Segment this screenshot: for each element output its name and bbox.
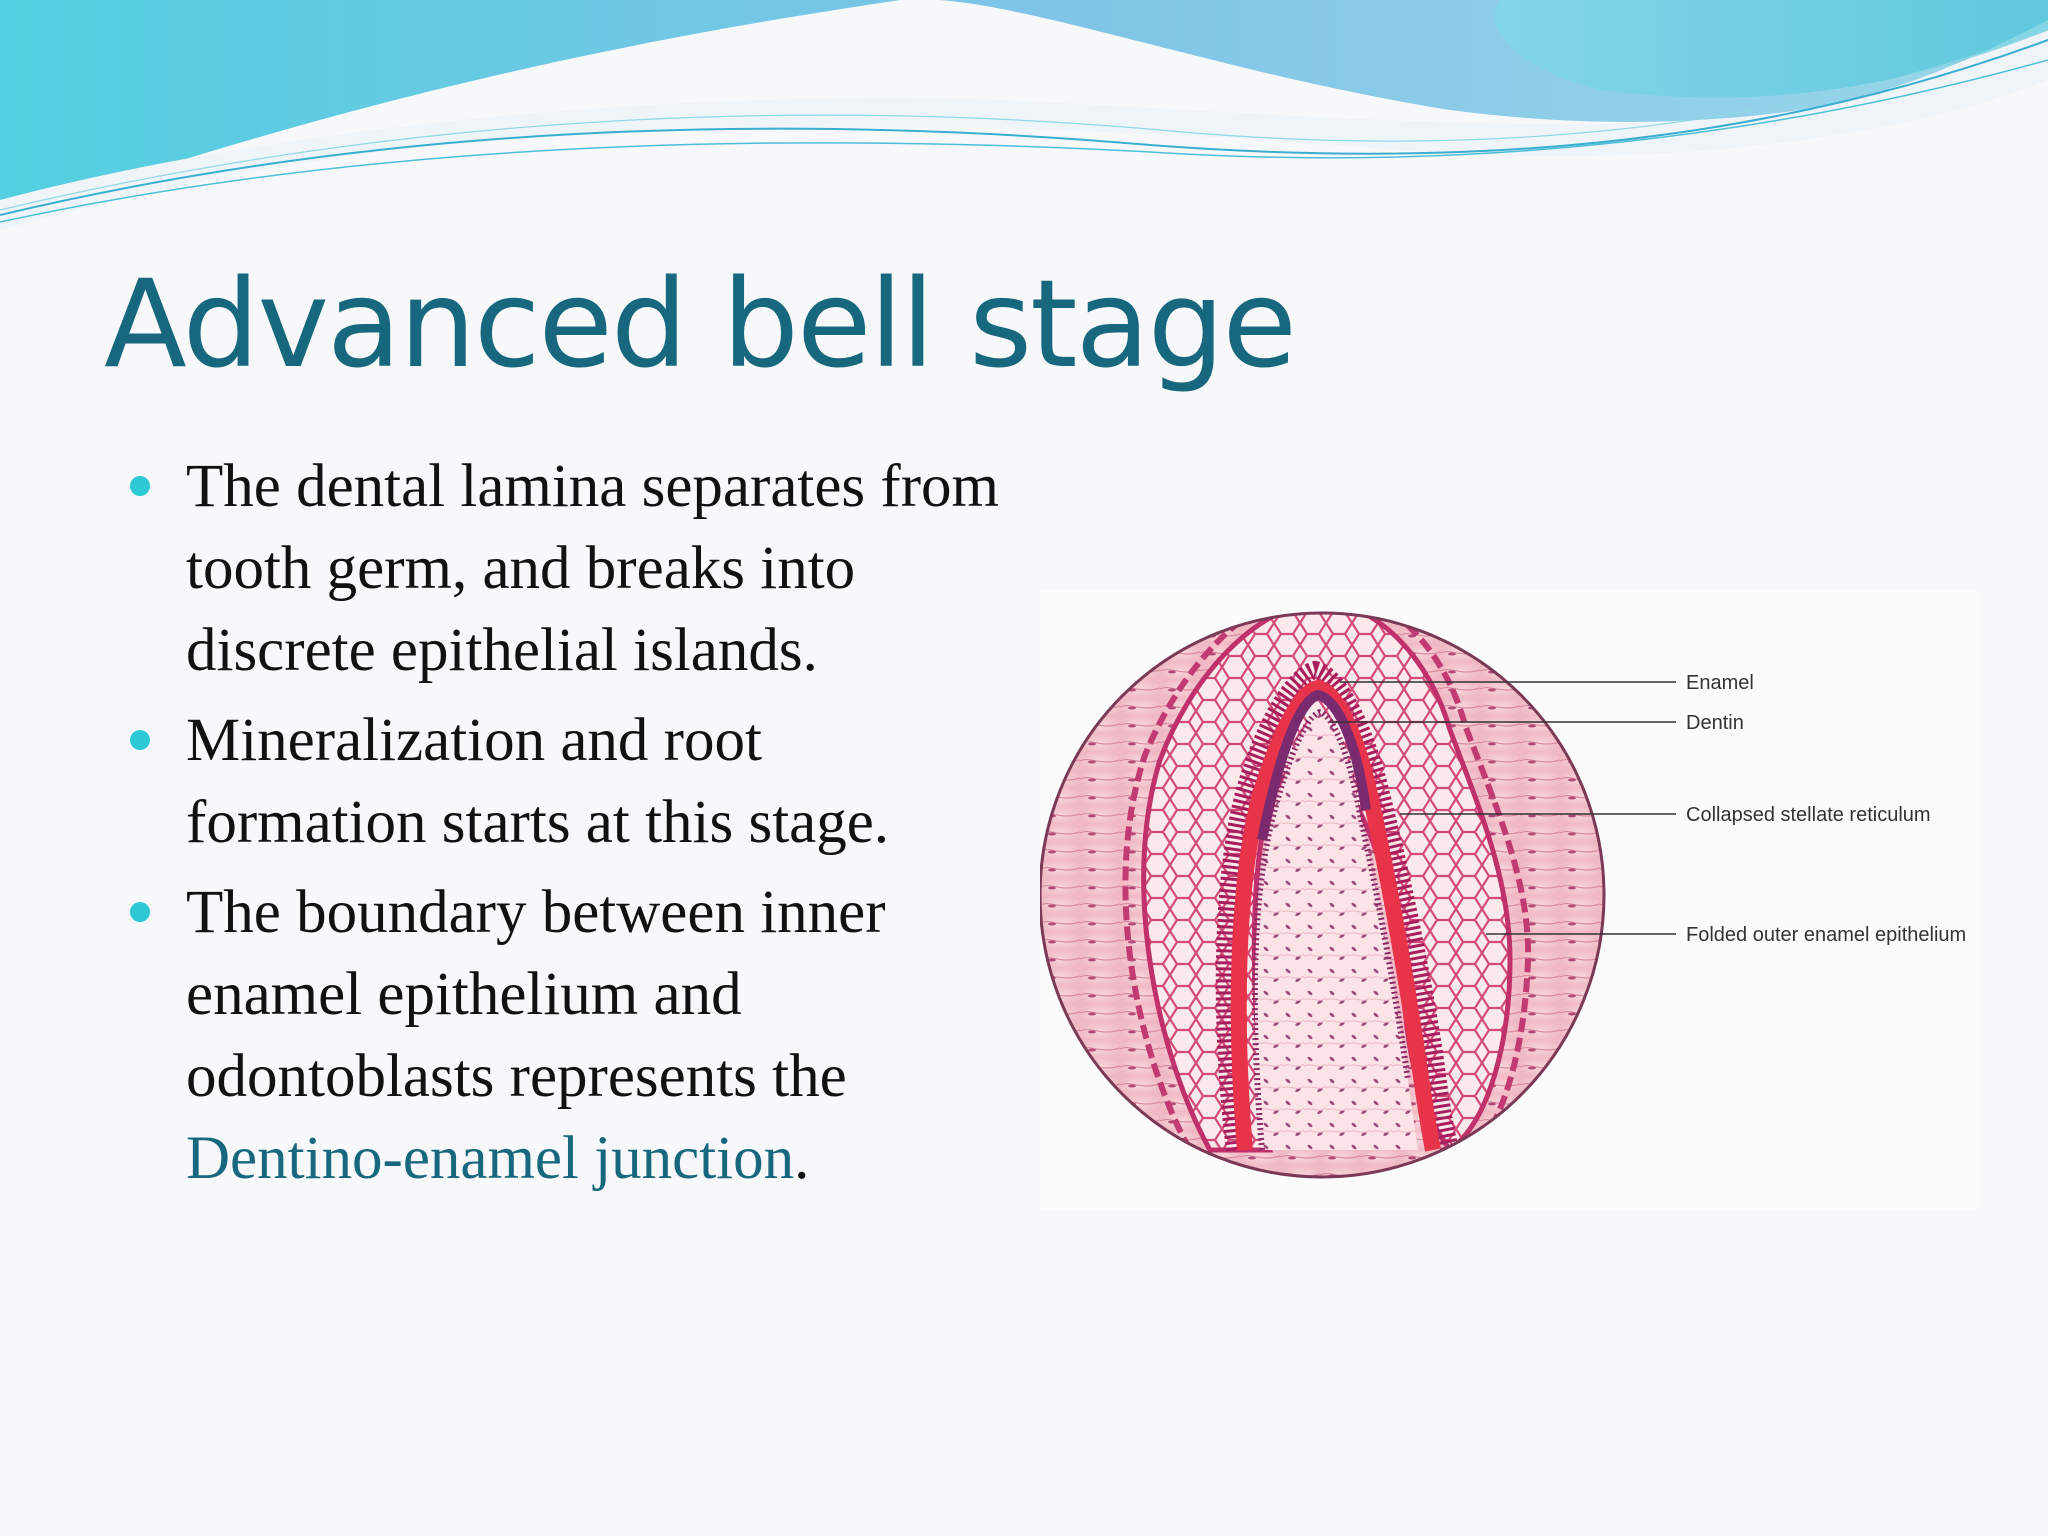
- bullet-text-end: .: [794, 1125, 810, 1192]
- histology-figure: Enamel Dentin Collapsed stellate reticul…: [1040, 590, 1980, 1210]
- bullet-text: Mineralization and root formation starts…: [186, 707, 890, 856]
- bullet-text: The dental lamina separates from tooth g…: [186, 453, 999, 684]
- tooth-germ-illustration: Enamel Dentin Collapsed stellate reticul…: [1040, 611, 1966, 1179]
- bullet-dot-icon: [130, 476, 150, 496]
- bullet-item-dental-lamina: The dental lamina separates from tooth g…: [130, 446, 1010, 692]
- label-collapsed-stellate-reticulum: Collapsed stellate reticulum: [1686, 804, 1931, 826]
- bullet-item-mineralization: Mineralization and root formation starts…: [130, 700, 1010, 864]
- bullet-text: The boundary between inner enamel epithe…: [186, 879, 886, 1110]
- label-enamel: Enamel: [1686, 672, 1754, 694]
- header-wave-decoration: [0, 0, 2048, 230]
- bullet-item-boundary: The boundary between inner enamel epithe…: [130, 872, 1010, 1200]
- slide-title: Advanced bell stage: [104, 254, 1297, 395]
- bullet-dot-icon: [130, 902, 150, 922]
- bullet-list: The dental lamina separates from tooth g…: [130, 446, 1010, 1208]
- label-dentin: Dentin: [1686, 712, 1744, 734]
- dentino-enamel-junction-term: Dentino-enamel junction: [186, 1125, 795, 1192]
- bullet-dot-icon: [130, 730, 150, 750]
- label-folded-outer-enamel-epithelium: Folded outer enamel epithelium: [1686, 924, 1966, 946]
